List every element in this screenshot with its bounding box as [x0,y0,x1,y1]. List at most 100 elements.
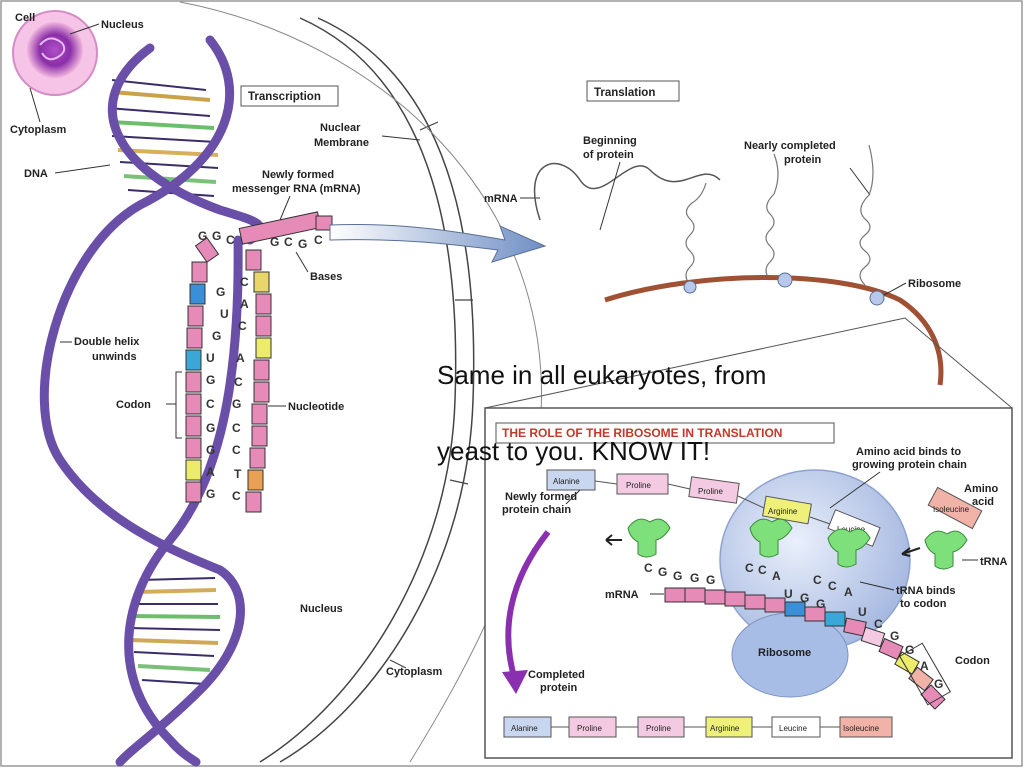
completed-proline-2: Proline [646,724,671,733]
strand-letters-right: C A C A C G C C T C [232,275,249,503]
mrna-new-label-2: messenger RNA (mRNA) [232,183,361,195]
chain-proline-2: Proline [698,487,723,496]
svg-text:G: G [206,443,215,457]
dna-label: DNA [24,168,48,180]
svg-text:U: U [220,307,229,321]
newly-formed-label-2: protein chain [502,504,571,516]
inset-mrna-label: mRNA [605,589,639,601]
chain-arginine: Arginine [768,507,798,516]
svg-text:C: C [813,573,822,587]
svg-text:G: G [673,569,682,583]
nucleotide-label: Nucleotide [288,401,344,413]
svg-text:A: A [206,465,215,479]
cell-boundary [179,1,542,763]
codon-label: Codon [116,399,151,411]
amino-acid-label-2: acid [972,496,994,508]
svg-text:C: C [828,579,837,593]
svg-text:A: A [240,297,249,311]
svg-text:G: G [658,565,667,579]
trna-binds-label-2: to codon [900,598,947,610]
completed-arrow [505,530,551,681]
svg-text:G: G [198,229,207,243]
svg-text:U: U [858,605,867,619]
overlay-line-2: yeast to you. KNOW IT! [437,436,711,466]
nuclear-membrane [259,17,475,763]
nuclear-membrane-label-1: Nuclear [320,122,361,134]
svg-text:C: C [232,489,241,503]
svg-text:G: G [690,571,699,585]
svg-text:G: G [816,597,825,611]
svg-text:U: U [784,587,793,601]
nearly-completed-label-2: protein [784,154,822,166]
svg-text:C: C [206,397,215,411]
amino-binds-label-1: Amino acid binds to [856,446,961,458]
svg-text:C: C [644,561,653,575]
svg-text:G: G [206,373,215,387]
cell-label: Cell [15,12,35,24]
overlay-line-1: Same in all eukaryotes, from [437,360,767,390]
svg-text:G: G [270,235,279,249]
svg-text:C: C [232,421,241,435]
svg-text:C: C [284,235,293,249]
svg-text:C: C [238,319,247,333]
svg-text:G: G [232,397,241,411]
inset-bases-top: C G G C C A C C A [644,561,853,599]
transcription-box [240,85,339,107]
translation-ribosomes [683,272,885,306]
strand-letters-left: G U G U G C G G A G [206,285,229,501]
nuclear-membrane-label-2: Membrane [314,137,369,149]
svg-text:C: C [240,275,249,289]
svg-text:G: G [890,629,899,643]
amino-binds-label-2: growing protein chain [852,459,967,471]
chain-alanine: Alanine [553,477,580,486]
newly-formed-label-1: Newly formed [505,491,577,503]
svg-text:C: C [226,233,235,247]
inset-trna-label: tRNA [980,556,1008,568]
nucleus-label: Nucleus [300,603,343,615]
svg-text:C: C [874,617,883,631]
svg-text:A: A [844,585,853,599]
svg-text:G: G [706,573,715,587]
chain-leucine: Leucine [837,525,866,534]
cytoplasm-top-label: Cytoplasm [10,124,66,136]
ribosome-inset: THE ROLE OF THE RIBOSOME IN TRANSLATION … [484,407,1013,759]
ribosome-label: Ribosome [908,278,961,290]
svg-text:A: A [772,569,781,583]
svg-text:C: C [314,233,323,247]
protein-chains [685,144,874,286]
nearly-completed-label-1: Nearly completed [744,140,836,152]
mrna-label: mRNA [484,193,518,205]
double-helix-label-1: Double helix [74,336,140,348]
nucleus-top-label: Nucleus [101,19,144,31]
dna-helix [39,35,265,767]
translation-box [586,80,680,102]
transcription-title: Transcription [248,91,321,103]
codon-bracket [175,371,182,439]
amino-acid-label-1: Amino [964,483,999,495]
trna-binds-label-1: tRNA binds [896,585,955,597]
inset-title: THE ROLE OF THE RIBOSOME IN TRANSLATION [502,426,782,440]
svg-text:A: A [920,659,929,673]
bases-label: Bases [310,271,342,283]
inset-connector [484,317,1013,409]
translation-mrna-thread [533,162,721,221]
svg-text:G: G [212,329,221,343]
completed-label-1: Completed [528,669,585,681]
trna-molecules [627,518,968,570]
transport-arrow [329,223,547,263]
svg-text:C: C [758,563,767,577]
svg-text:U: U [206,351,215,365]
svg-text:T: T [234,467,242,481]
mrna-strand-left [185,237,220,503]
inset-mrna [664,587,946,710]
svg-text:G: G [206,421,215,435]
completed-label-2: protein [540,682,578,694]
completed-arginine: Arginine [710,724,740,733]
svg-text:G: G [934,677,943,691]
inset-codon-box [899,642,951,706]
beginning-protein-label-2: of protein [583,149,634,161]
svg-text:G: G [212,229,221,243]
svg-text:A: A [236,351,245,365]
